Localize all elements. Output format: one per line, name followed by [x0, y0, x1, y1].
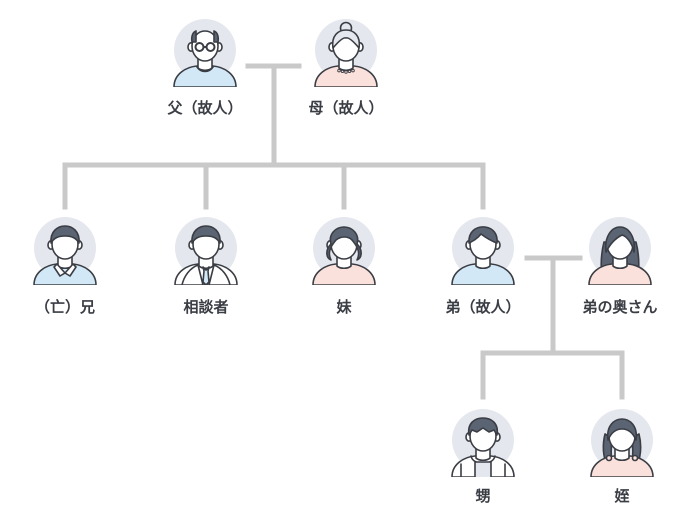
- label-brothers-wife: 弟の奥さん: [582, 298, 658, 316]
- label-niece: 姪: [614, 487, 630, 505]
- woman-short-hair-icon: [312, 217, 376, 285]
- label-mother: 母（故人）: [308, 99, 384, 117]
- boy-hoodie-icon: [451, 409, 515, 477]
- woman-long-hair-icon: [588, 217, 652, 285]
- man-suit-tie-icon: [174, 217, 238, 285]
- label-younger-brother: 弟（故人）: [445, 298, 521, 316]
- girl-pigtails-icon: [590, 409, 654, 477]
- label-consultant: 相談者: [183, 298, 229, 316]
- connector-lines: [62, 63, 625, 400]
- label-nephew: 甥: [475, 487, 491, 505]
- elderly-woman-bun-icon: [314, 19, 378, 87]
- man-casual-icon: [451, 217, 515, 285]
- elderly-man-glasses-icon: [173, 19, 237, 87]
- label-father: 父（故人）: [167, 99, 243, 117]
- man-collared-shirt-icon: [33, 217, 97, 285]
- avatars-layer: [33, 19, 654, 477]
- label-younger-sister: 妹: [336, 298, 352, 316]
- label-older-brother: （亡）兄: [34, 298, 95, 316]
